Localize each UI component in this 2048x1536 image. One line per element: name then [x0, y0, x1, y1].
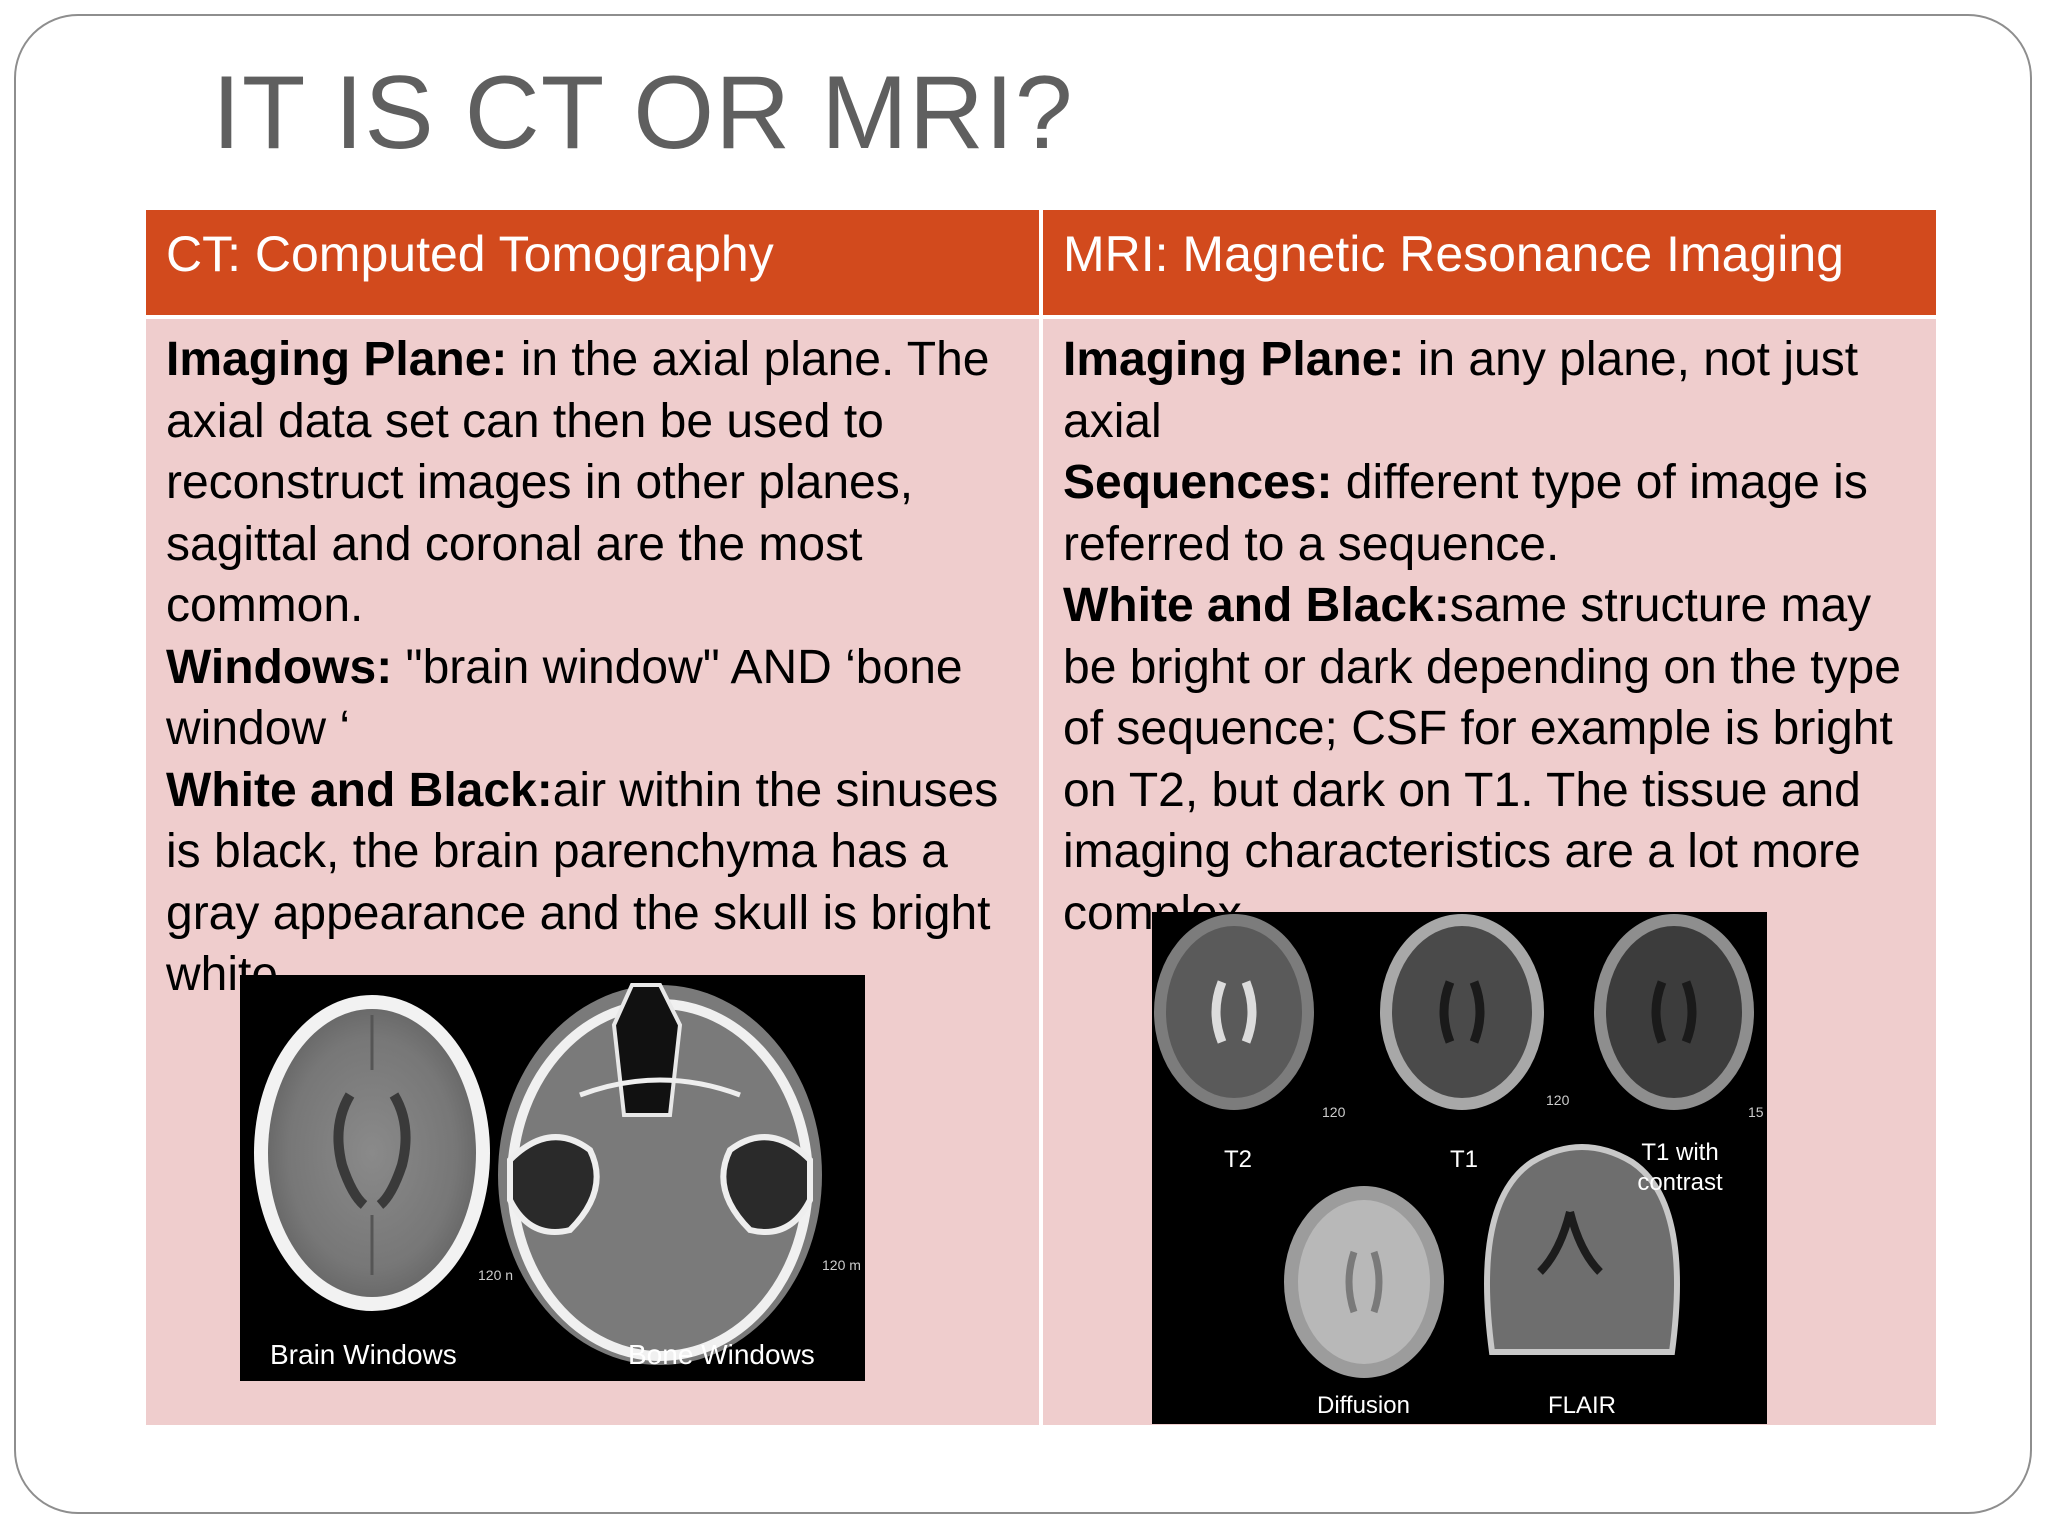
ct-brain-parenchyma [268, 1009, 476, 1297]
ct-windows: Windows: "brain window" AND ‘bone window… [166, 640, 963, 756]
ct-brain-bone-windows-image: 120 n 120 m Brain Windows Bone Windows [240, 975, 865, 1381]
ct-imaging-plane: Imaging Plane: in the axial plane. The a… [166, 333, 990, 632]
mri-caption-flair: FLAIR [1548, 1392, 1617, 1419]
mri-caption-diffusion: Diffusion [1317, 1392, 1410, 1419]
ct-caption-bone-windows: Bone Windows [628, 1339, 815, 1370]
ct-scans-illustration [254, 983, 822, 1365]
mri-imaging-plane: Imaging Plane: in any plane, not just ax… [1063, 333, 1859, 448]
ct-scale-mark-brain: 120 n [478, 1267, 514, 1283]
mri-scale-mark-t1: 120 [1546, 1092, 1570, 1108]
mri-column-header: MRI: Magnetic Resonance Imaging [1043, 210, 1936, 315]
mri-caption-t2: T2 [1224, 1146, 1253, 1173]
mri-caption-t1-contrast: T1 with contrast [1637, 1139, 1723, 1196]
bone-window-shape [498, 985, 822, 1365]
mri-white-black: White and Black:same structure may be br… [1063, 579, 1901, 940]
mri-caption-t1: T1 [1450, 1146, 1479, 1173]
ct-white-black: White and Black:air within the sinuses i… [166, 763, 999, 1002]
mri-sequences: Sequences: different type of image is re… [1063, 456, 1868, 571]
mri-sequences-image: 120 120 15 T2 T1 T1 with contrast Diffus… [1152, 912, 1767, 1424]
slide-title: IT IS CT OR MRI? [212, 55, 1074, 171]
ct-column-header: CT: Computed Tomography [146, 210, 1039, 315]
mri-scale-mark-t1c: 15 [1748, 1104, 1764, 1120]
ct-caption-brain-windows: Brain Windows [270, 1339, 457, 1370]
mri-scans-illustration [1154, 914, 1754, 1378]
mri-scale-mark-t2: 120 [1322, 1104, 1346, 1120]
ct-scale-mark-bone: 120 m [822, 1257, 861, 1273]
